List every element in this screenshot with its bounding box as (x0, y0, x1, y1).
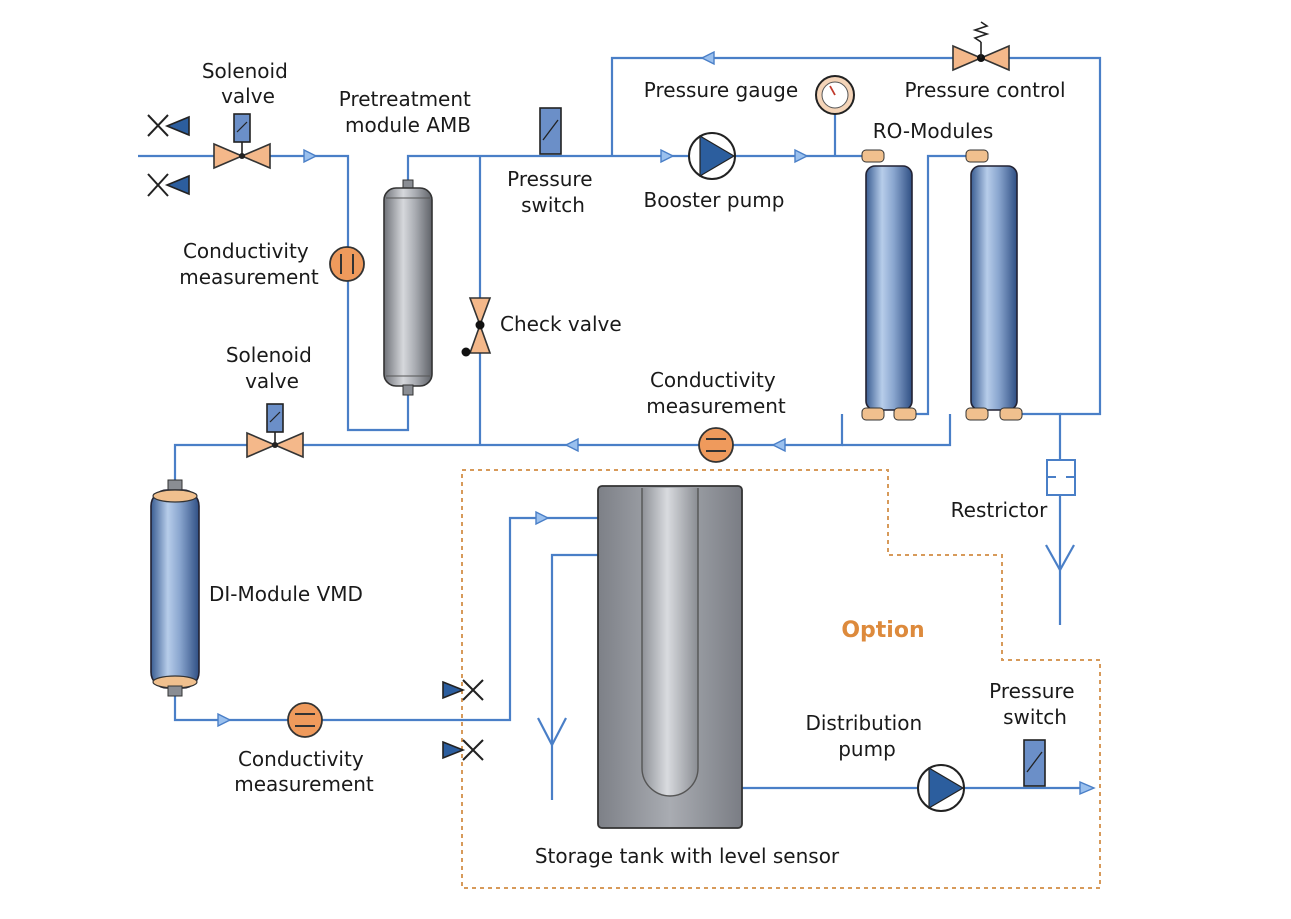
inlet-hand-valve-top[interactable] (147, 114, 190, 137)
label-di-module: DI-Module VMD (209, 582, 363, 606)
flow-arrow (217, 712, 232, 728)
label-booster-pump: Booster pump (644, 188, 785, 212)
flow-arrow (535, 510, 550, 526)
label-pressure-switch-top: Pressure switch (507, 167, 599, 217)
tank-hand-valve-top[interactable] (442, 679, 484, 701)
flow-arrows (217, 50, 1096, 796)
label-check-valve: Check valve (500, 312, 622, 336)
pressure-control-valve[interactable] (952, 21, 1010, 72)
flow-arrow (564, 437, 579, 453)
flow-arrow (1079, 780, 1096, 796)
option-boundary (461, 469, 1101, 889)
solenoid-valve-top[interactable] (213, 113, 271, 170)
label-conductivity-top: Conductivity measurement (179, 239, 319, 289)
label-restrictor: Restrictor (951, 498, 1048, 522)
label-pressure-control: Pressure control (904, 78, 1065, 102)
inlet-hand-valve-bottom[interactable] (147, 173, 190, 197)
label-conductivity-bottom: Conductivity measurement (234, 747, 374, 796)
flow-arrow (303, 148, 318, 164)
pressure-switch-bottom (1023, 739, 1046, 787)
label-distribution-pump: Distribution pump (805, 711, 928, 761)
storage-tank (597, 485, 743, 829)
ro-module-2 (965, 149, 1023, 421)
label-pretreatment: Pretreatment module AMB (339, 87, 478, 137)
booster-pump (688, 132, 736, 180)
flow-arrow (794, 148, 809, 164)
label-option: Option (841, 618, 924, 643)
solenoid-valve-mid[interactable] (246, 403, 304, 459)
flow-arrow (660, 148, 675, 164)
di-module-vmd (150, 479, 200, 697)
label-pressure-gauge: Pressure gauge (644, 78, 798, 102)
conductivity-sensor-bottom (287, 702, 323, 738)
flow-arrow (700, 50, 715, 66)
restrictor (1046, 459, 1076, 496)
label-solenoid-valve-mid: Solenoid valve (226, 343, 318, 393)
tank-hand-valve-bottom[interactable] (442, 739, 484, 761)
conductivity-sensor-mid (698, 427, 734, 463)
label-conductivity-mid: Conductivity measurement (646, 368, 786, 418)
label-storage-tank: Storage tank with level sensor (535, 844, 840, 868)
flow-arrow (771, 437, 786, 453)
ro-module-1 (861, 149, 917, 421)
label-solenoid-valve-top: Solenoid valve (202, 59, 294, 108)
label-pressure-switch-bottom: Pressure switch (989, 679, 1081, 729)
distribution-pump (917, 764, 965, 812)
pretreatment-module-amb (383, 179, 433, 396)
pressure-gauge (815, 75, 855, 115)
label-ro-modules: RO-Modules (873, 119, 994, 143)
check-valve[interactable] (461, 297, 492, 357)
pressure-switch-top (539, 107, 562, 155)
conductivity-sensor-top (329, 246, 365, 282)
